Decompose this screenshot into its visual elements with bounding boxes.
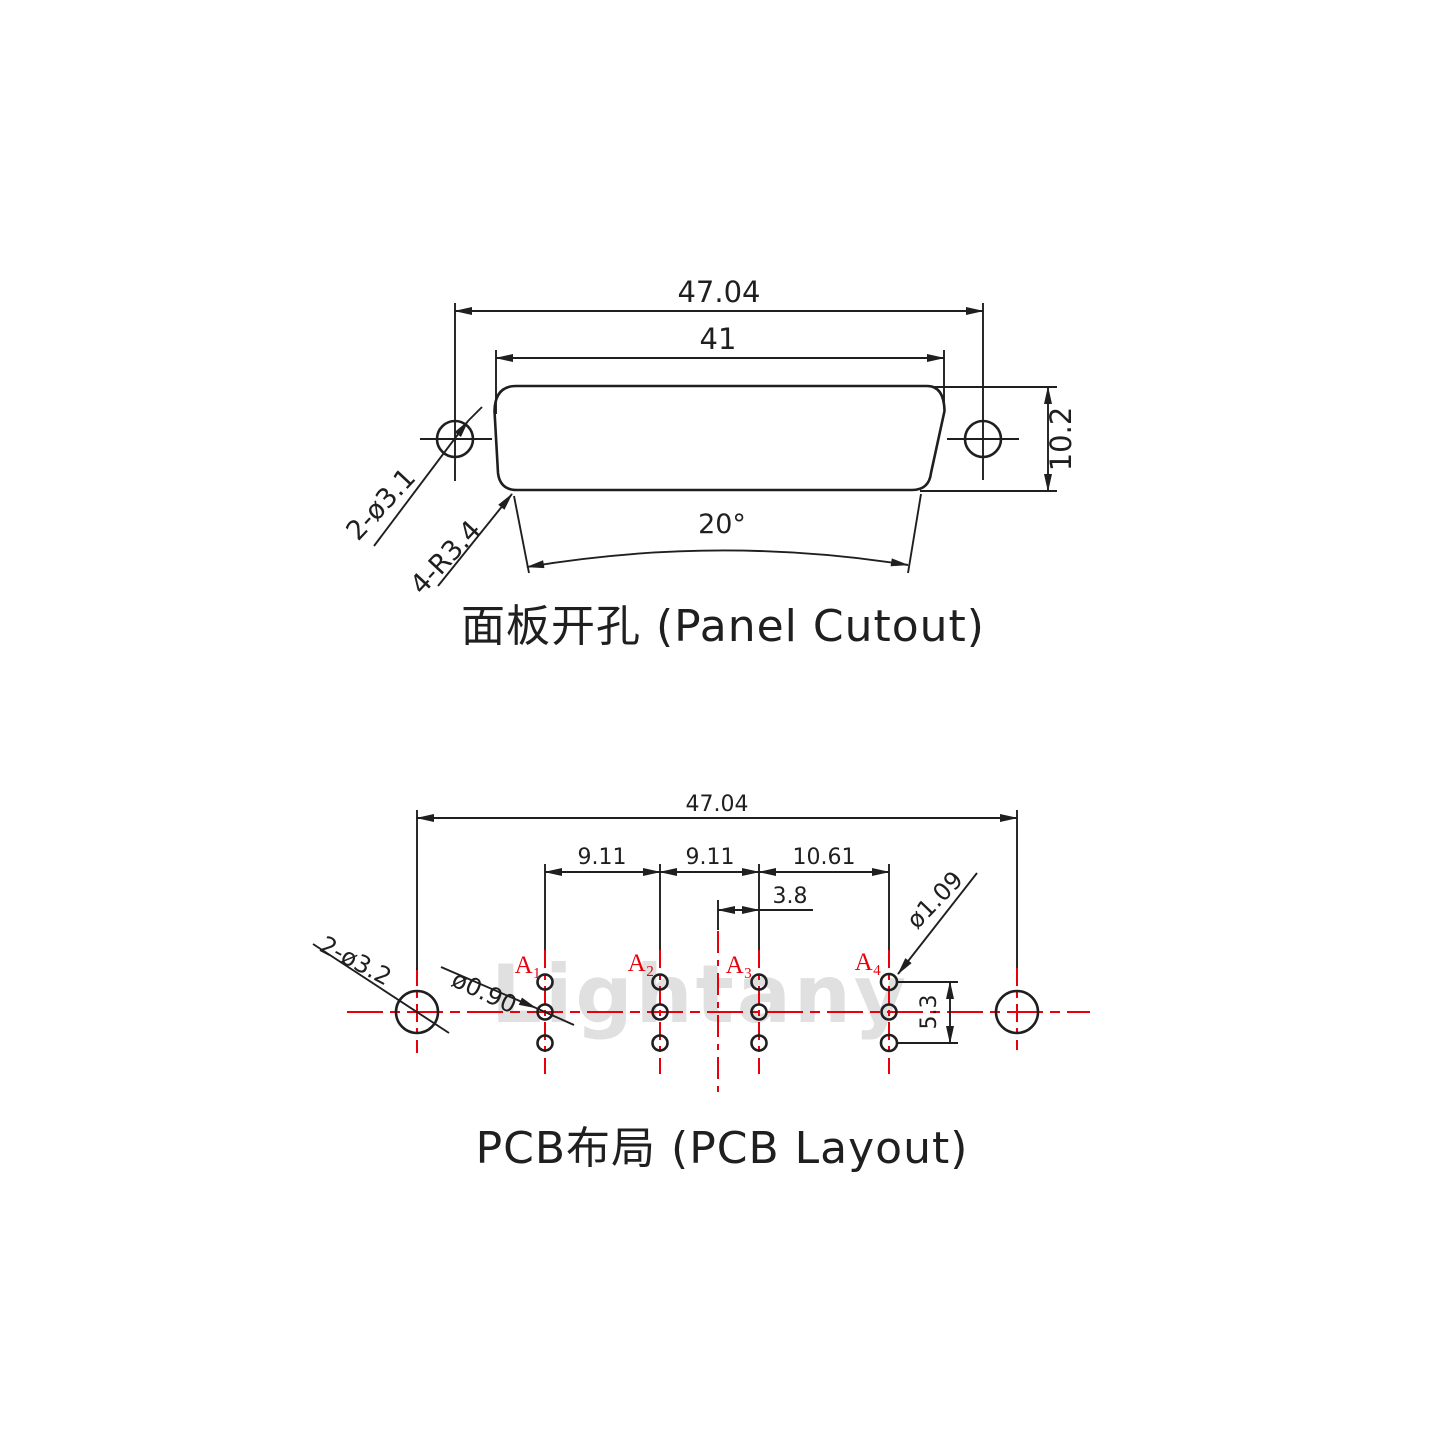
callout-text: ø1.09: [901, 866, 968, 934]
dim-value: 47.04: [686, 792, 749, 817]
pcb-pin-column-a3: [750, 973, 768, 1052]
pin-hole: [750, 1003, 768, 1021]
pin-hole: [536, 1034, 554, 1052]
pcb-layout-title: PCB布局 (PCB Layout): [476, 1123, 969, 1174]
angle-leg-right: [907, 493, 922, 574]
dim-value: 5.3: [917, 995, 942, 1030]
pin-label-a3: A₃: [726, 952, 753, 979]
dim-center-offset: 3.8: [717, 884, 813, 930]
pin-hole: [651, 1034, 669, 1052]
pcb-layout-drawing: Lightany: [312, 792, 1090, 1174]
dim-value: 3.8: [773, 884, 808, 909]
callout-signal-pin-dia: ø1.09: [897, 866, 978, 975]
d-cutout-outline: [493, 384, 946, 492]
angle-leg-left: [513, 495, 530, 574]
callout-mount-holes-pcb: 2-ø3.2: [312, 931, 450, 1034]
dim-value: 9.11: [578, 845, 627, 870]
dim-value: 10.2: [1044, 407, 1078, 472]
panel-cutout-drawing: 47.04 41 10.2 20° 2-ø3.1: [340, 275, 1078, 652]
callout-text: 4-R3.4: [404, 515, 487, 601]
pin-hole: [880, 1003, 898, 1021]
dim-value: 10.61: [793, 845, 856, 870]
dim-47-04-pcb: 47.04: [416, 792, 1018, 970]
dim-value: 41: [700, 322, 737, 356]
panel-mount-hole-left: [420, 303, 492, 481]
leader-line: [440, 966, 537, 1009]
callout-text: 2-ø3.2: [315, 931, 396, 992]
watermark-text: Lightany: [491, 948, 909, 1041]
pin-hole: [651, 973, 669, 991]
pcb-mount-hole-left: [394, 989, 440, 1035]
leader-line-tail: [467, 406, 483, 422]
dim-47-04-panel: 47.04: [454, 275, 984, 315]
dim-row-spacing: 5.3: [897, 981, 958, 1044]
leader-line: [373, 420, 469, 547]
angle-arc: [526, 549, 909, 569]
dim-41-panel: 41: [495, 322, 945, 414]
pin-hole: [536, 1003, 554, 1021]
pcb-pin-column-a1: [536, 973, 554, 1052]
pin-hole: [536, 973, 554, 991]
pcb-pin-column-a2: [651, 973, 669, 1052]
dim-10-2-panel: 10.2: [920, 386, 1078, 492]
panel-cutout-title: 面板开孔 (Panel Cutout): [461, 601, 985, 652]
dim-value: 9.11: [686, 845, 735, 870]
dim-pin-pitches: 9.11 9.11 10.61: [544, 845, 890, 950]
dim-value: 20°: [698, 509, 746, 540]
leader-line: [312, 943, 450, 1034]
pin-hole: [750, 973, 768, 991]
callout-corner-radius: 4-R3.4: [404, 493, 513, 601]
leader-line: [897, 872, 978, 975]
panel-mount-hole-right: [947, 303, 1019, 480]
dim-value: 47.04: [677, 275, 760, 309]
pcb-mount-hole-right: [994, 989, 1040, 1035]
pin-label-a4: A₄: [855, 949, 882, 976]
pin-hole: [651, 1003, 669, 1021]
pin-hole: [750, 1034, 768, 1052]
leader-line: [437, 493, 513, 587]
pin-label-a1: A₁: [515, 952, 542, 979]
leader-line-tail: [535, 1007, 575, 1026]
callout-text: 2-ø3.1: [340, 462, 422, 546]
dim-20-deg-angle: 20°: [513, 493, 922, 574]
pin-label-a2: A₂: [628, 950, 655, 977]
